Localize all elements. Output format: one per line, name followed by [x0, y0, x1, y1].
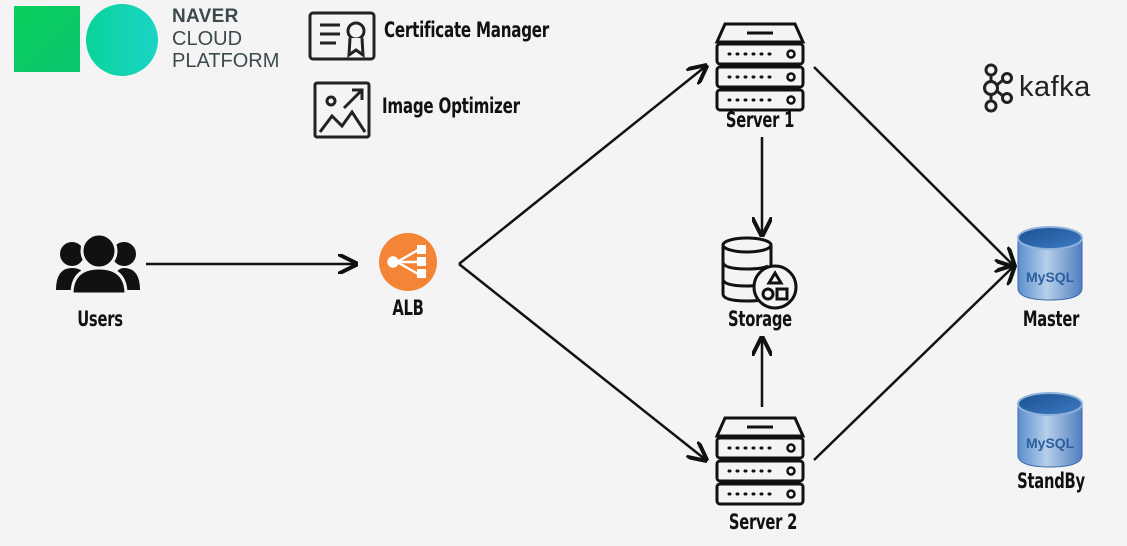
mysql-standby-text: MySQL	[1026, 435, 1075, 451]
users-icon	[56, 232, 140, 296]
alb-icon	[379, 233, 437, 291]
server1-label: Server 1	[725, 108, 795, 132]
certificate-manager-label: Certificate Manager	[384, 18, 550, 42]
server1-icon	[714, 22, 806, 112]
standby-label: StandBy	[1017, 469, 1085, 493]
image-optimizer-icon	[313, 81, 371, 139]
alb-label: ALB	[392, 296, 424, 320]
kafka-text: kafka	[1019, 71, 1091, 103]
master-label: Master	[1022, 307, 1080, 331]
platform-text: PLATFORM	[172, 50, 280, 72]
storage-label: Storage	[728, 307, 792, 331]
storage-icon	[721, 236, 798, 310]
image-optimizer-label: Image Optimizer	[382, 94, 520, 118]
mysql-master-text: MySQL	[1026, 269, 1075, 285]
edge-server2-master	[813, 266, 1014, 461]
naver-cloud-logo	[14, 4, 158, 76]
edge-server1-master	[813, 66, 1014, 266]
users-label: Users	[77, 307, 123, 331]
server2-icon	[714, 416, 806, 506]
cloud-text: CLOUD	[172, 28, 243, 50]
mysql-standby-icon: MySQL	[1017, 392, 1083, 468]
kafka-logo	[983, 63, 1013, 113]
certificate-icon	[308, 11, 376, 61]
naver-text: NAVER	[172, 6, 239, 27]
connections	[146, 66, 1014, 460]
server2-label: Server 2	[728, 510, 798, 534]
edge-alb-server1	[458, 66, 706, 265]
naver-cloud-platform-text: NAVER CLOUD PLATFORM	[172, 6, 279, 72]
mysql-master-icon: MySQL	[1017, 226, 1083, 301]
edge-alb-server2	[458, 263, 706, 460]
